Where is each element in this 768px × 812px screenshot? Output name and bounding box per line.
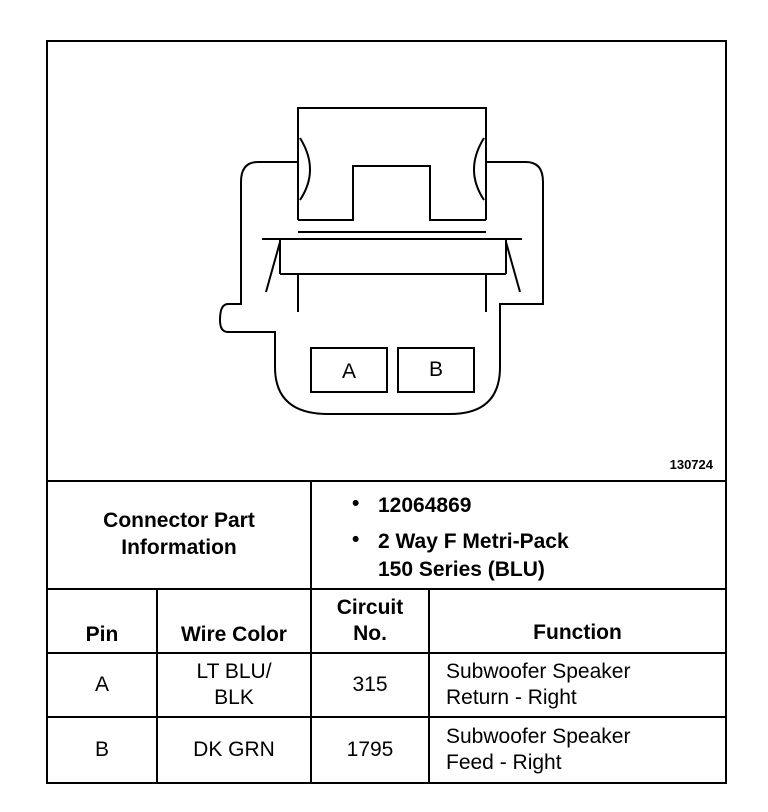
bullet-icon: •: [352, 528, 360, 551]
latch-curve-left: [299, 137, 311, 201]
row-divider: [48, 716, 725, 718]
connector-sheet: A B 130724 Connector Part Information • …: [46, 40, 727, 784]
connector-part-info-values: • 12064869 • 2 Way F Metri-Pack 150 Seri…: [312, 480, 725, 588]
part-number: 12064869: [378, 494, 472, 517]
table-row-b-pin: B: [94, 738, 109, 761]
header-function: Function: [533, 621, 622, 644]
connector-diagram: A B 130724: [48, 42, 725, 482]
header-wire-color: Wire Color: [181, 623, 287, 646]
function-line-1: Subwoofer Speaker: [446, 660, 631, 683]
connector-part-info-label: Connector Part Information: [48, 480, 312, 588]
row-divider: [48, 652, 725, 654]
bullet-icon: •: [352, 492, 360, 515]
column-divider: [310, 590, 312, 782]
table-row-a-wire-color: LT BLU/ BLK: [158, 654, 310, 716]
info-label-line-1: Connector Part: [103, 509, 255, 532]
function-line-1: Subwoofer Speaker: [446, 725, 631, 748]
cavity-label-a: A: [342, 360, 356, 383]
table-row-a-circuit: 315: [352, 673, 388, 696]
function-line-2: Feed - Right: [446, 751, 562, 774]
wire-color-line-2: BLK: [214, 686, 254, 709]
description-line-1: 2 Way F Metri-Pack: [378, 530, 569, 553]
cavity-box-b: [397, 347, 475, 393]
figure-reference-number: 130724: [669, 457, 713, 472]
center-notch: [298, 165, 486, 221]
header-circuit-line-2: No.: [353, 622, 387, 645]
table-row-b-wire-color: DK GRN: [158, 718, 310, 782]
housing-outline: [218, 161, 544, 415]
table-row-a-pin: A: [94, 673, 109, 696]
header-circuit-line-1: Circuit: [336, 596, 404, 619]
table-row-a-function: Subwoofer Speaker Return - Right: [430, 654, 725, 716]
header-circuit: Circuit No.: [312, 590, 428, 652]
flex-arm-right: [505, 241, 521, 293]
connector-face-drawing: A B: [218, 107, 544, 415]
latch-block: [297, 107, 487, 220]
column-divider: [428, 590, 430, 782]
column-divider: [156, 590, 158, 782]
info-label-line-2: Information: [121, 536, 237, 559]
connector-part-info: Connector Part Information • 12064869 • …: [48, 480, 725, 590]
function-line-2: Return - Right: [446, 686, 577, 709]
pin-table: Pin Wire Color Circuit No. Function A LT…: [48, 590, 725, 782]
table-row-b-function: Subwoofer Speaker Feed - Right: [430, 718, 725, 782]
wire-color-line-1: LT BLU/: [196, 660, 272, 683]
header-pin: Pin: [85, 623, 119, 646]
flex-arm-left: [265, 241, 281, 293]
cavity-label-b: B: [429, 358, 443, 381]
description-line-2: 150 Series (BLU): [378, 558, 545, 581]
cavity-box-a: [310, 347, 388, 393]
latch-curve-right: [473, 137, 485, 201]
wire-color-line-1: DK GRN: [193, 738, 275, 761]
table-row-b-circuit: 1795: [346, 738, 394, 761]
